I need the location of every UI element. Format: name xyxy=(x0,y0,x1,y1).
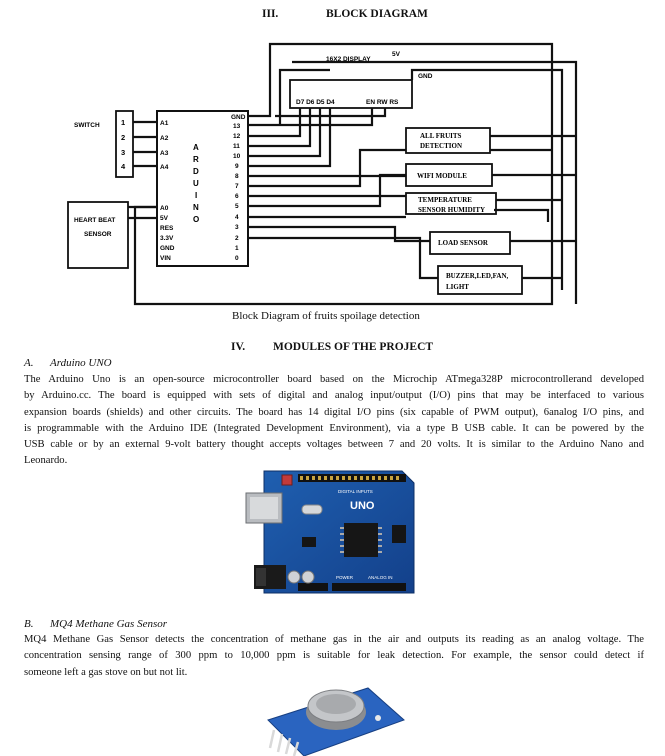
arduino-pin-right-gnd: GND xyxy=(231,114,246,121)
gnd-label: GND xyxy=(418,73,433,80)
arduino-letter: I xyxy=(195,191,197,200)
subsection-a-title: Arduino UNO xyxy=(50,357,112,369)
arduino-pin-a4: A4 xyxy=(160,164,169,171)
section-3-number: III. xyxy=(262,8,279,20)
buzzer-line1: BUZZER,LED,FAN, xyxy=(446,272,509,280)
arduino-pin-a1: A1 xyxy=(160,120,169,127)
heart-sensor-line1: HEART BEAT xyxy=(74,217,115,224)
arduino-letter: R xyxy=(193,155,199,164)
arduino-pin-3: 3 xyxy=(235,224,239,231)
paragraph-line: USB cable or by an external 9-volt batte… xyxy=(24,439,644,451)
arduino-pin-11: 11 xyxy=(233,143,240,150)
arduino-pin-6: 6 xyxy=(235,193,239,200)
arduino-pin-vin: VIN xyxy=(160,255,171,262)
mq4-sensor-image xyxy=(267,687,405,756)
arduino-pin-a2: A2 xyxy=(160,135,169,142)
temperature-line1: TEMPERATURE xyxy=(418,196,472,204)
arduino-letter: N xyxy=(193,203,199,212)
wifi-module-label: WIFI MODULE xyxy=(417,172,467,180)
switch-pin-1: 1 xyxy=(121,118,125,127)
arduino-pin-3v3: 3.3V xyxy=(160,235,174,242)
arduino-pin-13: 13 xyxy=(233,123,241,130)
arduino-letter: O xyxy=(193,215,199,224)
v5-label: 5V xyxy=(392,51,401,58)
block-diagram: 16X2 DISPLAY D7 D6 D5 D4 EN RW RS 5V GND… xyxy=(67,42,578,306)
section-4-number: IV. xyxy=(231,341,246,353)
arduino-pin-1: 1 xyxy=(235,245,239,252)
arduino-board-image: UNO DIGITAL INPUTS ANALOG IN POWER xyxy=(245,470,415,594)
arduino-pin-8: 8 xyxy=(235,173,239,180)
paragraph-line: The Arduino Uno is an open-source microc… xyxy=(24,374,644,385)
arduino-pin-7: 7 xyxy=(235,183,239,190)
arduino-letter: U xyxy=(193,179,199,188)
board-silk-text: DIGITAL INPUTS xyxy=(338,489,373,494)
switch-label: SWITCH xyxy=(74,122,100,129)
subsection-b-letter: B. xyxy=(24,618,34,630)
arduino-pin-5v: 5V xyxy=(160,215,169,222)
arduino-pin-a3: A3 xyxy=(160,150,169,157)
switch-pin-2: 2 xyxy=(121,133,125,142)
switch-pin-3: 3 xyxy=(121,148,125,157)
arduino-pin-2: 2 xyxy=(235,235,239,242)
arduino-pin-10: 10 xyxy=(233,153,241,160)
load-sensor-label: LOAD SENSOR xyxy=(438,239,489,247)
temperature-line2: SENSOR HUMIDITY xyxy=(418,206,485,214)
section-4-title: MODULES OF THE PROJECT xyxy=(273,341,434,353)
board-power-text: POWER xyxy=(336,575,354,580)
subsection-a-letter: A. xyxy=(24,357,34,369)
paragraph-line: by Arduino.cc. The board is equipped wit… xyxy=(24,390,644,402)
paragraph-line: expansion boards (shields) and other cir… xyxy=(24,406,644,418)
arduino-pin-5: 5 xyxy=(235,203,239,210)
board-analog-text: ANALOG IN xyxy=(368,575,393,580)
arduino-letter: A xyxy=(193,143,199,152)
fruits-detection-line2: DETECTION xyxy=(420,142,462,150)
board-brand-text: UNO xyxy=(350,500,375,512)
arduino-pin-res: RES xyxy=(160,225,174,232)
buzzer-line2: LIGHT xyxy=(446,283,469,291)
subsection-b-paragraph: MQ4 Methane Gas Sensor detects the conce… xyxy=(24,632,644,681)
section-4-heading: IV. MODULES OF THE PROJECT xyxy=(231,341,433,353)
paragraph-line: concentration sensing range of 300 ppm t… xyxy=(24,650,644,662)
subsection-b-title: MQ4 Methane Gas Sensor xyxy=(50,618,168,630)
fruits-detection-line1: ALL FRUITS xyxy=(420,132,462,140)
arduino-pin-9: 9 xyxy=(235,163,239,170)
display-pins-control: EN RW RS xyxy=(366,99,399,106)
arduino-pin-a0: A0 xyxy=(160,205,169,212)
arduino-pin-gnd: GND xyxy=(160,245,175,252)
paragraph-line: Leonardo. xyxy=(24,455,68,467)
paragraph-line: someone left a gas stove on but not lit. xyxy=(24,666,188,678)
subsection-a-paragraph: The Arduino Uno is an open-source microc… xyxy=(24,372,644,470)
section-3-heading: III. BLOCK DIAGRAM xyxy=(262,8,428,20)
subsection-b-heading: B. MQ4 Methane Gas Sensor xyxy=(24,618,167,630)
figure-caption: Block Diagram of fruits spoilage detecti… xyxy=(232,310,420,322)
arduino-pin-12: 12 xyxy=(233,133,241,140)
subsection-a-heading: A. Arduino UNO xyxy=(24,357,112,369)
display-title: 16X2 DISPLAY xyxy=(326,56,371,63)
arduino-pin-0: 0 xyxy=(235,255,239,262)
switch-pin-4: 4 xyxy=(121,162,126,171)
paragraph-line: is programmable with the Arduino IDE (In… xyxy=(24,422,644,434)
paragraph-line: MQ4 Methane Gas Sensor detects the conce… xyxy=(24,634,644,645)
arduino-letter: D xyxy=(193,167,199,176)
section-3-title: BLOCK DIAGRAM xyxy=(326,8,428,20)
arduino-pin-4: 4 xyxy=(235,214,239,221)
heart-sensor-line2: SENSOR xyxy=(84,231,112,238)
display-pins-data: D7 D6 D5 D4 xyxy=(296,99,335,106)
